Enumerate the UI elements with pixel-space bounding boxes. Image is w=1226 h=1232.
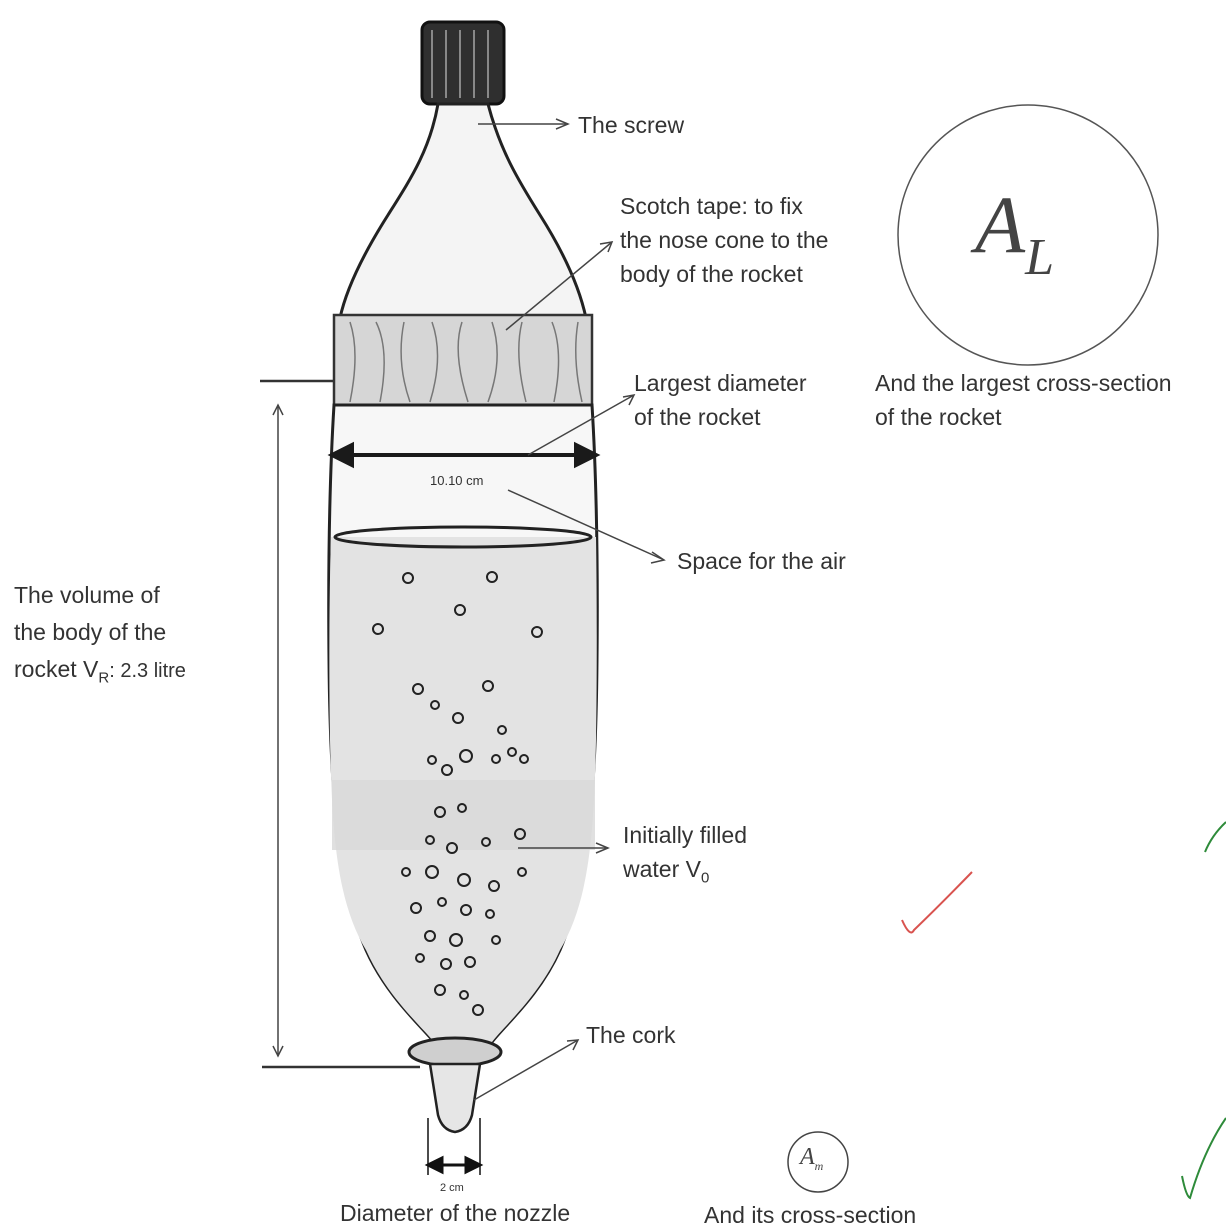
diameter-value: 10.10 cm	[430, 473, 483, 489]
green-checkmark-2	[1182, 1118, 1226, 1198]
scotch-tape-band	[334, 315, 592, 407]
air-space-label: Space for the air	[677, 544, 846, 578]
largest-area-symbol-sub: L	[1025, 229, 1054, 286]
bottle-cap	[422, 22, 504, 104]
water-subscript: 0	[701, 870, 709, 887]
nozzle-area-symbol: Am	[800, 1142, 823, 1175]
red-checkmark	[902, 872, 972, 932]
nozzle-diameter-label: Diameter of the nozzle	[340, 1196, 570, 1230]
tape-label-line-3: body of the rocket	[620, 257, 803, 291]
volume-subscript: R	[98, 670, 109, 687]
cork-label: The cork	[586, 1018, 675, 1052]
volume-prefix: rocket V	[14, 656, 98, 682]
largest-area-symbol: AL	[975, 180, 1054, 281]
nozzle-area-symbol-main: A	[800, 1144, 815, 1170]
volume-suffix: : 2.3 litre	[109, 660, 186, 682]
largest-diameter-label-line-2: of the rocket	[634, 400, 761, 434]
height-arrow	[273, 405, 283, 1056]
volume-label-line-3: rocket VR: 2.3 litre	[14, 652, 186, 696]
largest-cross-section-label-line-1: And the largest cross-section	[875, 366, 1172, 400]
tape-label-line-1: Scotch tape: to fix	[620, 189, 803, 223]
water-label-line-1: Initially filled	[623, 818, 747, 852]
nozzle	[430, 1064, 480, 1132]
cork	[409, 1038, 501, 1066]
nozzle-diameter-value: 2 cm	[440, 1180, 464, 1196]
tape-label-line-2: the nose cone to the	[620, 223, 828, 257]
water-prefix: water V	[623, 856, 701, 882]
nozzle-area-symbol-sub: m	[815, 1159, 824, 1173]
largest-cross-section-label-line-2: of the rocket	[875, 400, 1002, 434]
largest-diameter-label-line-1: Largest diameter	[634, 366, 807, 400]
nozzle-cross-section-label: And its cross-section	[704, 1198, 916, 1232]
nose-cone	[340, 104, 586, 318]
screw-label: The screw	[578, 108, 684, 142]
green-checkmark-1	[1205, 822, 1226, 852]
water-label-line-2: water V0	[623, 852, 709, 896]
volume-label-line-1: The volume of	[14, 578, 160, 612]
volume-label-line-2: the body of the	[14, 615, 166, 649]
largest-area-symbol-main: A	[975, 179, 1025, 270]
lower-band	[332, 780, 595, 850]
